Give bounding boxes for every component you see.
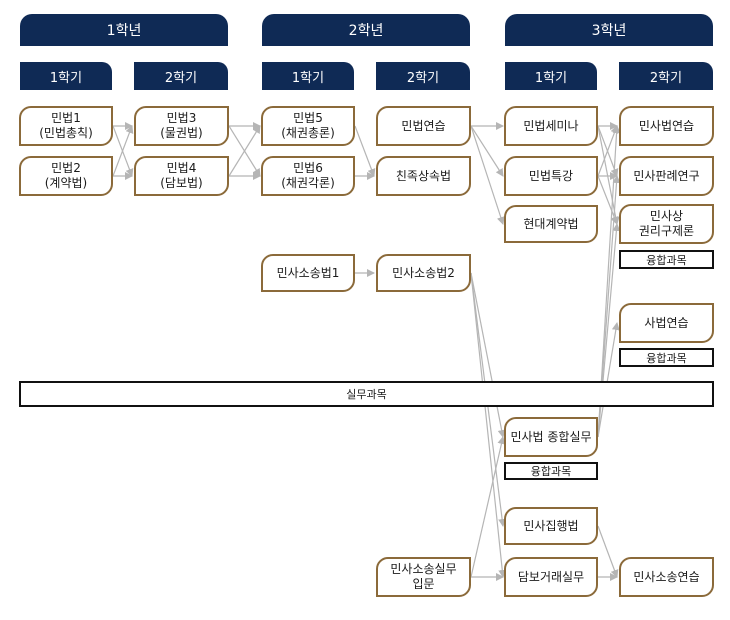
course-minbeop4: 민법4 (담보법): [134, 156, 229, 196]
course-minsa-sosong-ipmun: 민사소송실무 입문: [376, 557, 471, 597]
year-1-header: 1학년: [20, 14, 228, 46]
course-minbeop-teukgang: 민법특강: [504, 156, 598, 196]
course-minbeop3: 민법3 (물권법): [134, 106, 229, 146]
year3-semester2-header: 2학기: [619, 62, 713, 90]
fusion-tag-sabeop: 융합과목: [619, 348, 714, 367]
year1-semester2-header: 2학기: [134, 62, 228, 90]
year2-semester1-header: 1학기: [262, 62, 354, 90]
course-dambo-georae: 담보거래실무: [504, 557, 598, 597]
course-minbeop-seminar: 민법세미나: [504, 106, 598, 146]
course-minsabeop-yeonseup: 민사법연습: [619, 106, 714, 146]
fusion-tag-minsa-sang: 융합과목: [619, 250, 714, 269]
course-minsa-panrye: 민사판례연구: [619, 156, 714, 196]
year2-semester2-header: 2학기: [376, 62, 470, 90]
course-minbeop6: 민법6 (채권각론): [261, 156, 355, 196]
year-2-header: 2학년: [262, 14, 470, 46]
course-minsa-sang-gwonri: 민사상 권리구제론: [619, 204, 714, 244]
course-hyeondae-gyeyak: 현대계약법: [504, 205, 598, 243]
course-minsa-sosong2: 민사소송법2: [376, 254, 471, 292]
year1-semester1-header: 1학기: [20, 62, 112, 90]
course-minbeop5: 민법5 (채권총론): [261, 106, 355, 146]
practice-courses-bar: 실무과목: [19, 381, 714, 407]
course-minbeop1: 민법1 (민법총칙): [19, 106, 113, 146]
course-minsa-jiphaeng: 민사집행법: [504, 507, 598, 545]
fusion-tag-jonghap: 융합과목: [504, 462, 598, 480]
course-sabeop-yeonseup: 사법연습: [619, 303, 714, 343]
course-minsa-sosong-yeonseup: 민사소송연습: [619, 557, 714, 597]
course-minbeop-yeonseup: 민법연습: [376, 106, 471, 146]
year3-semester1-header: 1학기: [505, 62, 597, 90]
year-3-header: 3학년: [505, 14, 713, 46]
course-chinjok-sangsok: 친족상속법: [376, 156, 471, 196]
course-minbeop2: 민법2 (계약법): [19, 156, 113, 196]
course-minsa-sosong1: 민사소송법1: [261, 254, 355, 292]
course-minsabeop-jonghap: 민사법 종합실무: [504, 417, 598, 457]
